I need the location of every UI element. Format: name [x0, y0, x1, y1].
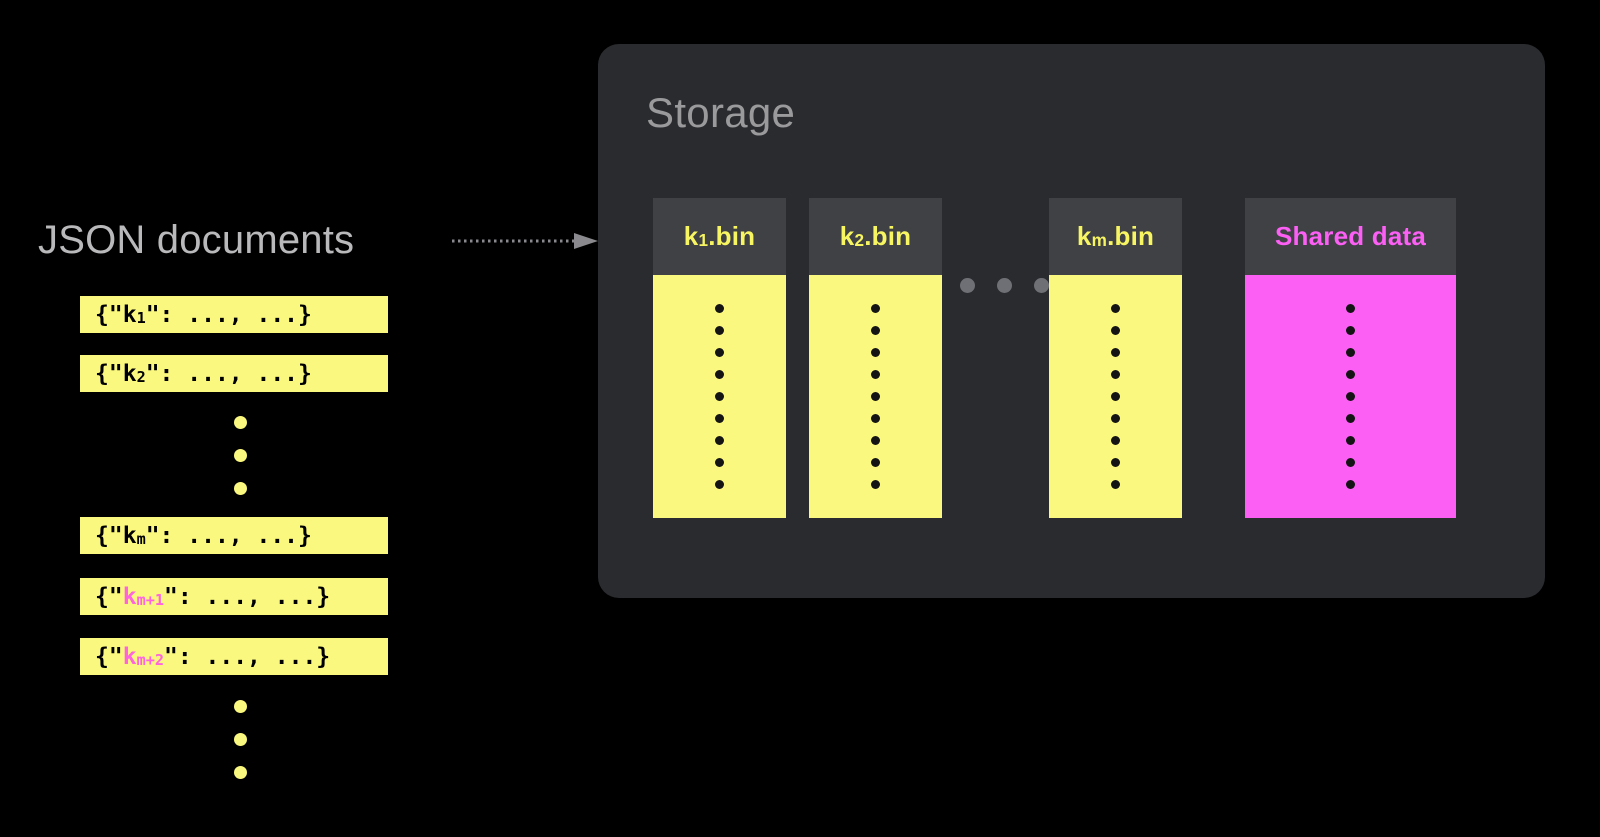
ellipsis-dot: [233, 733, 247, 746]
doc-suffix: ": ..., ...}: [163, 643, 331, 670]
doc-suffix: ": ..., ...}: [145, 360, 312, 387]
ellipsis-dot: [233, 766, 247, 779]
doc-key: k: [122, 301, 137, 328]
record-dot: [1346, 392, 1355, 401]
record-dot: [715, 458, 724, 467]
record-dot: [1346, 304, 1355, 313]
doc-key: k: [122, 522, 137, 549]
documents-vertical-ellipsis: [230, 700, 250, 779]
record-dot: [871, 414, 880, 423]
record-dot: [1111, 304, 1120, 313]
record-dot: [715, 348, 724, 357]
doc-prefix: {": [95, 301, 123, 328]
bin-header: Shared data: [1245, 198, 1456, 275]
bin-label-prefix: k: [683, 221, 699, 251]
doc-prefix: {": [95, 583, 123, 610]
record-dot: [1111, 348, 1120, 357]
bins-horizontal-ellipsis: [960, 278, 1049, 293]
record-dot: [871, 458, 880, 467]
record-dot: [1346, 436, 1355, 445]
doc-key-subscript: 2: [136, 368, 146, 387]
record-dot: [1111, 370, 1120, 379]
bin-body: [1245, 275, 1456, 518]
ellipsis-dot: [233, 700, 247, 713]
doc-key: k: [122, 583, 137, 610]
bin-label-subscript: 2: [854, 230, 865, 251]
record-dot: [1111, 458, 1120, 467]
record-dot: [715, 436, 724, 445]
doc-prefix: {": [95, 360, 123, 387]
ellipsis-dot: [233, 449, 247, 462]
record-dot: [715, 326, 724, 335]
ellipsis-dot: [960, 278, 975, 293]
record-dot: [871, 370, 880, 379]
record-dot: [1111, 392, 1120, 401]
doc-suffix: ": ..., ...}: [145, 522, 312, 549]
storage-column-shared-data: Shared data: [1245, 198, 1456, 518]
ellipsis-dot: [997, 278, 1012, 293]
bin-label-subscript: 1: [698, 230, 709, 251]
bin-body: [653, 275, 786, 518]
record-dot: [1346, 326, 1355, 335]
ellipsis-dot: [233, 482, 247, 495]
record-dot: [871, 392, 880, 401]
documents-vertical-ellipsis: [230, 416, 250, 495]
record-dot: [1346, 348, 1355, 357]
doc-key: k: [122, 360, 137, 387]
record-dot: [715, 480, 724, 489]
record-dot: [1346, 480, 1355, 489]
doc-key-subscript: 1: [136, 309, 146, 328]
record-dot: [1111, 436, 1120, 445]
doc-suffix: ": ..., ...}: [163, 583, 331, 610]
record-dot: [715, 392, 724, 401]
bin-label-subscript: m: [1091, 230, 1108, 251]
record-dot: [1346, 458, 1355, 467]
record-dot: [1111, 414, 1120, 423]
record-dot: [871, 304, 880, 313]
doc-prefix: {": [95, 643, 123, 670]
ellipsis-dot: [233, 416, 247, 429]
ellipsis-dot: [1034, 278, 1049, 293]
bin-label-prefix: k: [839, 221, 855, 251]
record-dot: [871, 326, 880, 335]
bin-label-prefix: k: [1076, 221, 1092, 251]
json-documents-label: JSON documents: [38, 218, 355, 262]
doc-key-subscript: m+1: [136, 591, 164, 610]
record-dot: [715, 414, 724, 423]
record-dot: [715, 370, 724, 379]
bin-label-suffix: Shared data: [1274, 221, 1427, 251]
record-dot: [1111, 326, 1120, 335]
record-dot: [1346, 414, 1355, 423]
record-dot: [715, 304, 724, 313]
record-dot: [871, 436, 880, 445]
storage-title: Storage: [646, 89, 796, 136]
dotted-arrow-icon: [452, 231, 600, 251]
doc-key-subscript: m+2: [136, 651, 164, 670]
bin-label-suffix: .bin: [1107, 221, 1155, 251]
bin-body: [809, 275, 942, 518]
doc-prefix: {": [95, 522, 123, 549]
record-dot: [871, 480, 880, 489]
record-dot: [871, 348, 880, 357]
record-dot: [1111, 480, 1120, 489]
record-dot: [1346, 370, 1355, 379]
doc-key-subscript: m: [136, 530, 146, 549]
bin-label-suffix: .bin: [864, 221, 912, 251]
doc-suffix: ": ..., ...}: [145, 301, 312, 328]
doc-key: k: [122, 643, 137, 670]
bin-body: [1049, 275, 1182, 518]
bin-label-suffix: .bin: [708, 221, 756, 251]
